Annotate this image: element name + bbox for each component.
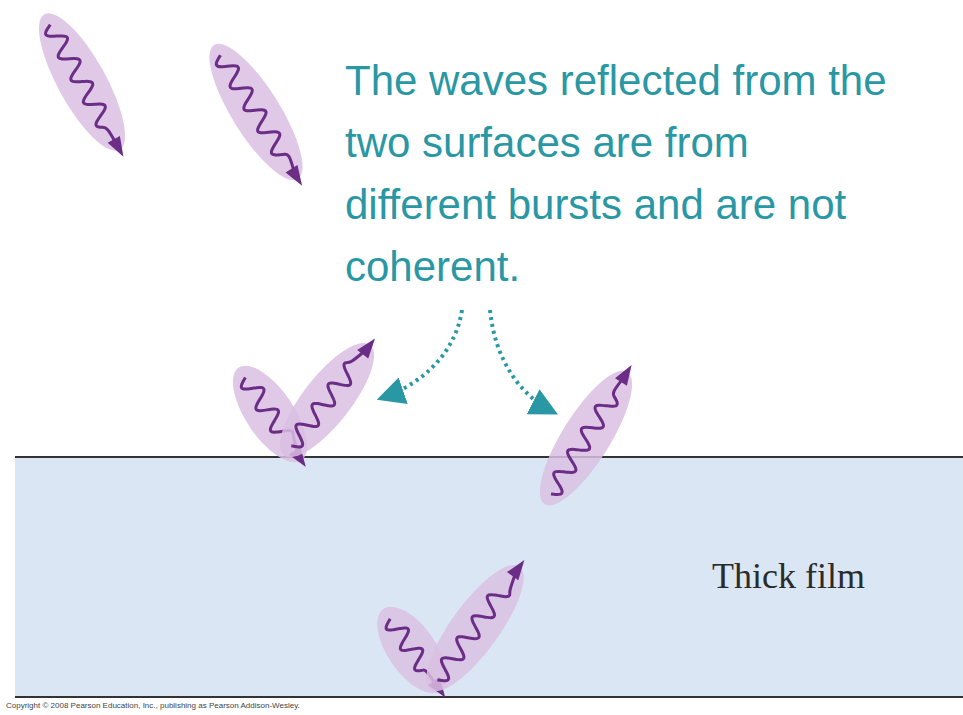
wave-squiggle	[544, 372, 632, 498]
copyright-notice: Copyright © 2008 Pearson Education, Inc.…	[6, 701, 300, 710]
wave-squiggle	[430, 566, 523, 685]
wave-arrowhead	[357, 334, 380, 358]
wave-arrowhead	[286, 165, 308, 189]
wave-squiggle	[284, 344, 373, 451]
film-top-surface	[15, 456, 963, 458]
wave-packet	[194, 32, 323, 198]
film-band	[15, 457, 963, 697]
packet-envelope	[23, 3, 140, 162]
wave-packet	[524, 352, 652, 517]
dotted-pointer	[382, 310, 462, 398]
packet-envelope	[194, 32, 318, 191]
wave-arrowhead	[507, 556, 530, 580]
wave-squiggle	[43, 21, 125, 149]
packet-envelope	[524, 359, 647, 517]
film-label: Thick film	[712, 555, 865, 597]
packet-envelope	[265, 330, 389, 470]
wave-packet	[411, 546, 544, 704]
wave-packet	[23, 3, 144, 169]
film-bottom-surface	[15, 696, 963, 698]
callout-note: The waves reflected from the two surface…	[345, 50, 890, 298]
dotted-pointer	[490, 310, 553, 412]
wave-packet	[265, 324, 394, 470]
packet-envelope	[411, 552, 539, 703]
wave-packets	[23, 3, 651, 712]
film-band: Thick film	[15, 457, 963, 697]
wave-arrowhead	[615, 361, 637, 385]
wave-squiggle	[213, 51, 302, 179]
wave-arrowhead	[108, 136, 130, 160]
